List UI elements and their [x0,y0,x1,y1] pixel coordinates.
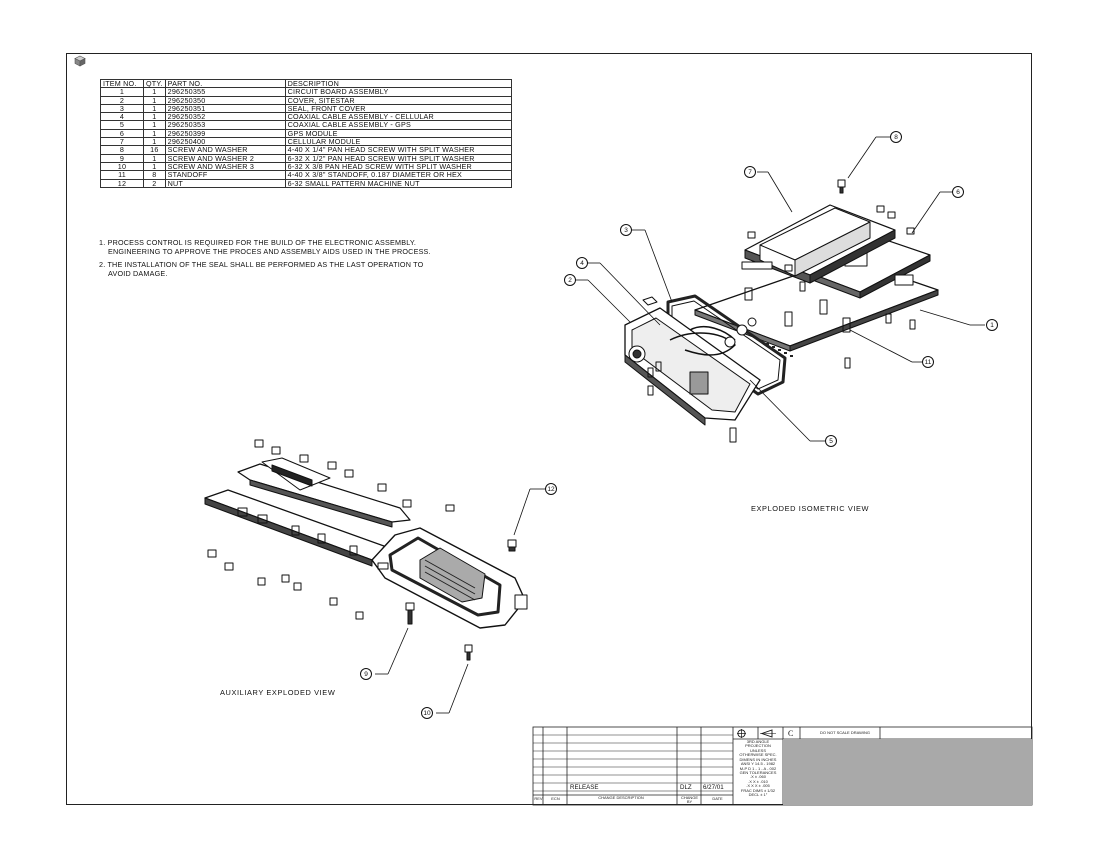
note-1-line-2: ENGINEERING TO APPROVE THE PROCES AND AS… [108,247,431,256]
exploded-isometric-view [575,136,985,443]
bom-item-no: 8 [100,145,144,155]
bom-description: COAXIAL CABLE ASSEMBLY - GPS [284,120,512,130]
tolerance-line: .X X X ± .005 [746,783,770,789]
bom-item-no: 12 [100,178,144,188]
title-block-grey-area [783,739,1032,805]
bom-description: 6-32 SMALL PATTERN MACHINE NUT [284,178,512,188]
tolerance-line: .X X ± .010 [748,778,768,784]
bom-item-no: 9 [100,153,144,163]
note-1: 1. PROCESS CONTROL IS REQUIRED FOR THE B… [99,238,431,256]
third-angle-projection-icon [760,729,776,738]
balloon-10: 10 [421,707,433,719]
release-date: 6/27/01 [703,784,724,791]
tolerance-line: FRAC DIMS ± 1/32 [740,787,776,793]
sheet-size: C [788,729,794,738]
projection-note: 3RD ANGLE PROJECTION [745,739,771,749]
general-notes: 1. PROCESS CONTROL IS REQUIRED FOR THE B… [99,238,431,282]
auxiliary-exploded-view [204,439,545,714]
bom-item-no: 3 [100,103,144,114]
bom-item-no: 7 [100,137,144,147]
bom-description: 4-40 X 1/4" PAN HEAD SCREW WITH SPLIT WA… [284,145,512,155]
cover-sitestar [624,296,761,443]
bom-item-no: 1 [100,87,144,97]
bom-description: COAXIAL CABLE ASSEMBLY - CELLULAR [284,112,512,122]
tolerance-line: UNLESS [749,748,766,753]
bom-item-no: 5 [100,120,144,130]
balloon-2: 2 [564,274,576,286]
tolerance-line: GEN TOLERANCES [739,770,777,776]
bom-item-no: 4 [100,112,144,122]
col-rev: REV [534,796,543,801]
bom-description: 4-40 X 3/8" STANDOFF, 0.187 DIAMETER OR … [284,170,512,180]
balloon-9: 9 [360,668,372,680]
bom-item-no: 6 [100,128,144,139]
col-change-by: CHANGE BY [680,795,699,805]
release-by: DLZ [680,784,692,791]
drawing-border [66,53,1032,805]
balloon-11: 11 [922,356,934,368]
note-1-line-1: 1. PROCESS CONTROL IS REQUIRED FOR THE B… [99,238,417,247]
tolerance-line: M-P D 1 - 1 - A - 002 [739,765,777,771]
standoffs [744,281,916,369]
balloon-5: 5 [825,435,837,447]
bom-item-no: 10 [100,161,144,172]
col-date: DATE [712,796,723,801]
col-ecn: ECN [551,796,560,801]
aux-screws [207,439,517,661]
tolerance-line: .X ± .060 [750,774,766,780]
balloon-12: 12 [545,483,557,495]
cellular-module [741,204,896,284]
balloon-6: 6 [952,186,964,198]
note-2-line-2: AVOID DAMAGE. [108,269,168,278]
part-file-icon [74,55,86,67]
isometric-view-label: EXPLODED ISOMETRIC VIEW [751,504,870,513]
tolerance-line: ANSI Y 14.5 - 1982 [740,761,776,767]
tolerance-line: DIMENS IN INCHES [739,756,777,762]
aux-cellular-module [237,457,411,528]
balloon-4: 4 [576,257,588,269]
bom-description: 6-32 X 3/8 PAN HEAD SCREW WITH SPLIT WAS… [284,161,512,172]
aux-circuit-board [204,489,396,567]
note-2: 2. THE INSTALLATION OF THE SEAL SHALL BE… [99,260,431,278]
bom-item-no: 11 [100,170,144,180]
do-not-scale-note: DO NOT SCALE DRAWING [820,730,871,735]
balloon-3: 3 [620,224,632,236]
datum-target-icon [737,729,746,738]
screws-8 [747,179,915,272]
tolerance-line: DECL ± 1° [748,792,768,798]
balloon-1: 1 [986,319,998,331]
tolerance-line: OTHERWISE SPEC. [739,752,777,758]
balloon-8: 8 [890,131,902,143]
note-2-line-1: 2. THE INSTALLATION OF THE SEAL SHALL BE… [99,260,424,269]
bom-item-no: 2 [100,95,144,105]
col-change-description: CHANGE DESCRIPTION [598,795,644,800]
bom-col-item: ITEM NO. [100,78,144,89]
release-description: RELEASE [570,784,599,791]
gps-module [814,239,931,299]
aux-cover [371,527,528,629]
bom-description: 6-32 X 1/2" PAN HEAD SCREW WITH SPLIT WA… [284,153,512,163]
balloon-7: 7 [744,166,756,178]
auxiliary-view-label: AUXILIARY EXPLODED VIEW [220,688,336,697]
